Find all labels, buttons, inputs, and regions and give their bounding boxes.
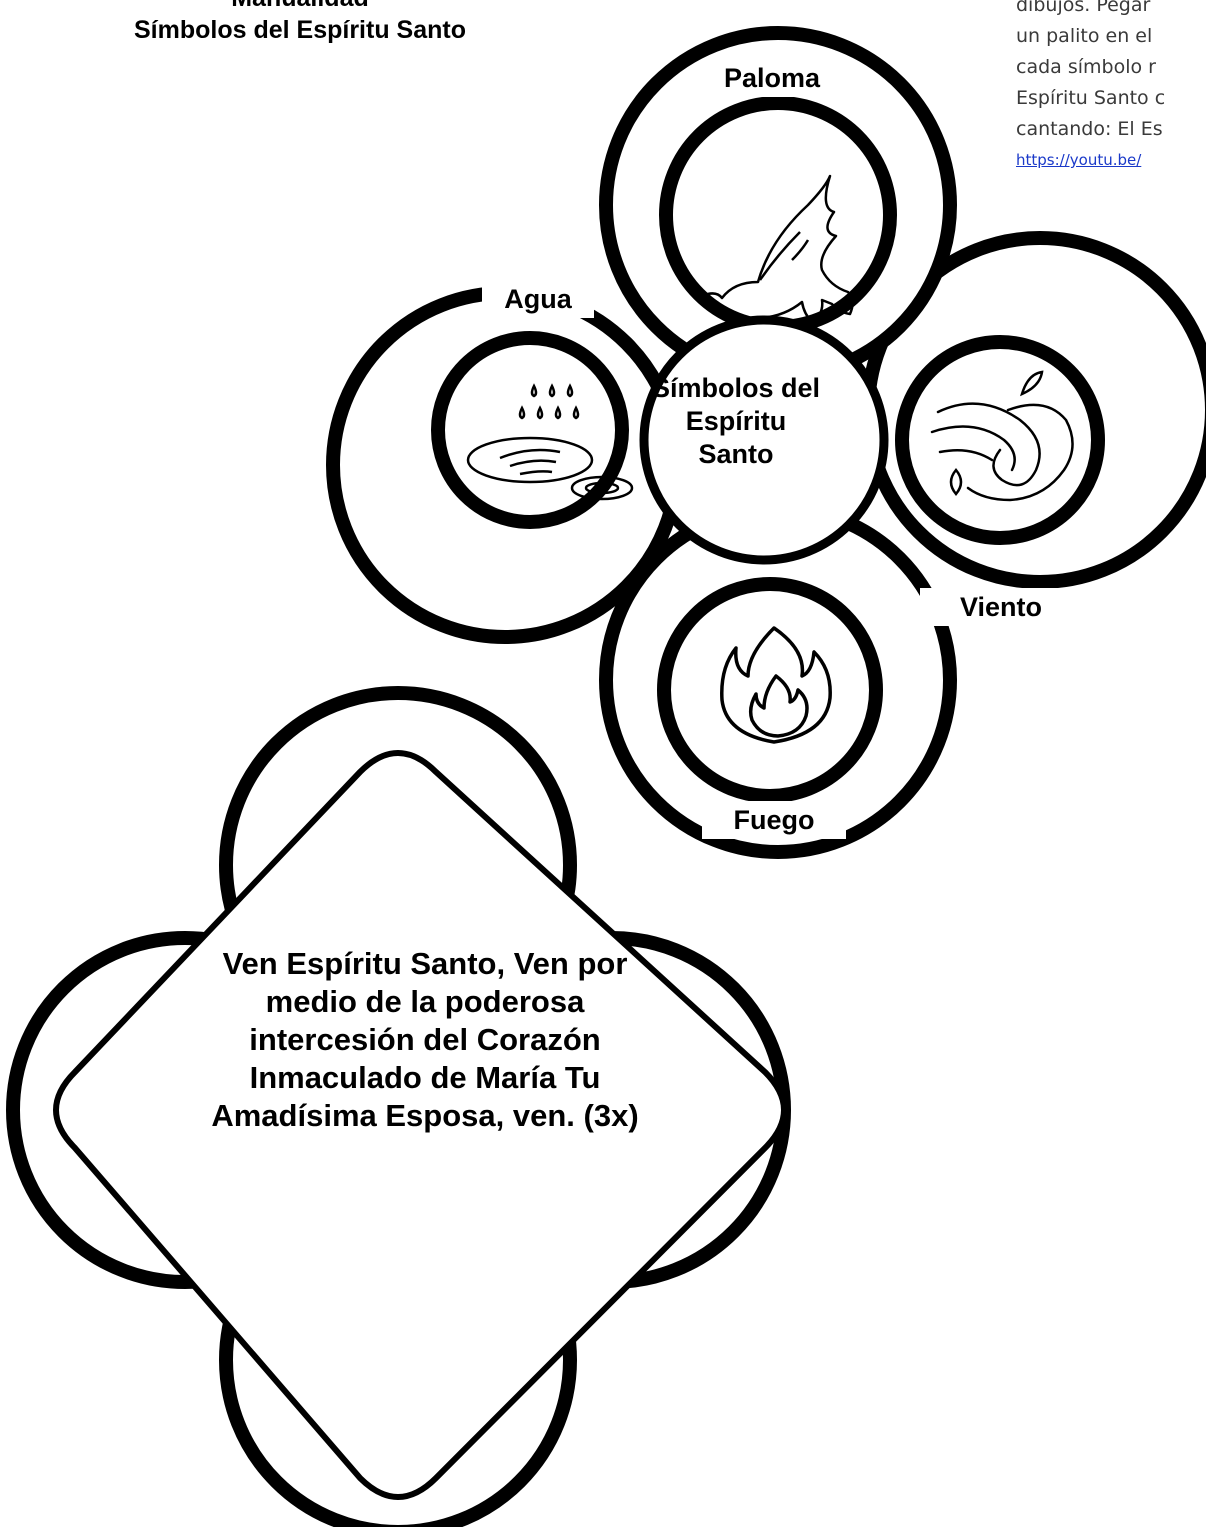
instruction-line: Espíritu Santo c [1016, 87, 1166, 109]
center-circle [639, 315, 889, 565]
label-agua: Agua [482, 280, 594, 318]
label-paloma: Paloma [707, 59, 837, 97]
ring-bottom-inner [657, 577, 883, 803]
dove-icon [700, 174, 854, 324]
prayer-diamond [53, 750, 787, 1500]
instruction-line: cada símbolo r [1016, 56, 1156, 78]
instruction-line: un palito en el [1016, 25, 1153, 47]
ring-top-inner [659, 96, 897, 334]
worksheet-subtitle: Manualidad [70, 0, 530, 13]
ring-left-inner [431, 331, 629, 529]
fire-icon [720, 626, 832, 744]
wind-icon [930, 370, 1074, 502]
label-viento: Viento [920, 588, 1082, 626]
label-fuego: Fuego [702, 801, 846, 839]
instruction-line: cantando: El Es [1016, 118, 1163, 140]
prayer-text: Ven Espíritu Santo, Ven por medio de la … [211, 946, 639, 1133]
worksheet-title: Símbolos del Espíritu Santo [134, 16, 466, 44]
water-icon [466, 383, 634, 501]
prayer-piece [6, 686, 791, 1527]
center-title: Símbolos del Espíritu Santo [651, 373, 821, 469]
video-link[interactable]: https://youtu.be/ [1016, 151, 1142, 169]
instructions-text: dibujos. Pegar un palito en el cada símb… [1016, 0, 1206, 176]
instruction-line: dibujos. Pegar [1016, 0, 1151, 16]
ring-right-inner [895, 335, 1105, 545]
